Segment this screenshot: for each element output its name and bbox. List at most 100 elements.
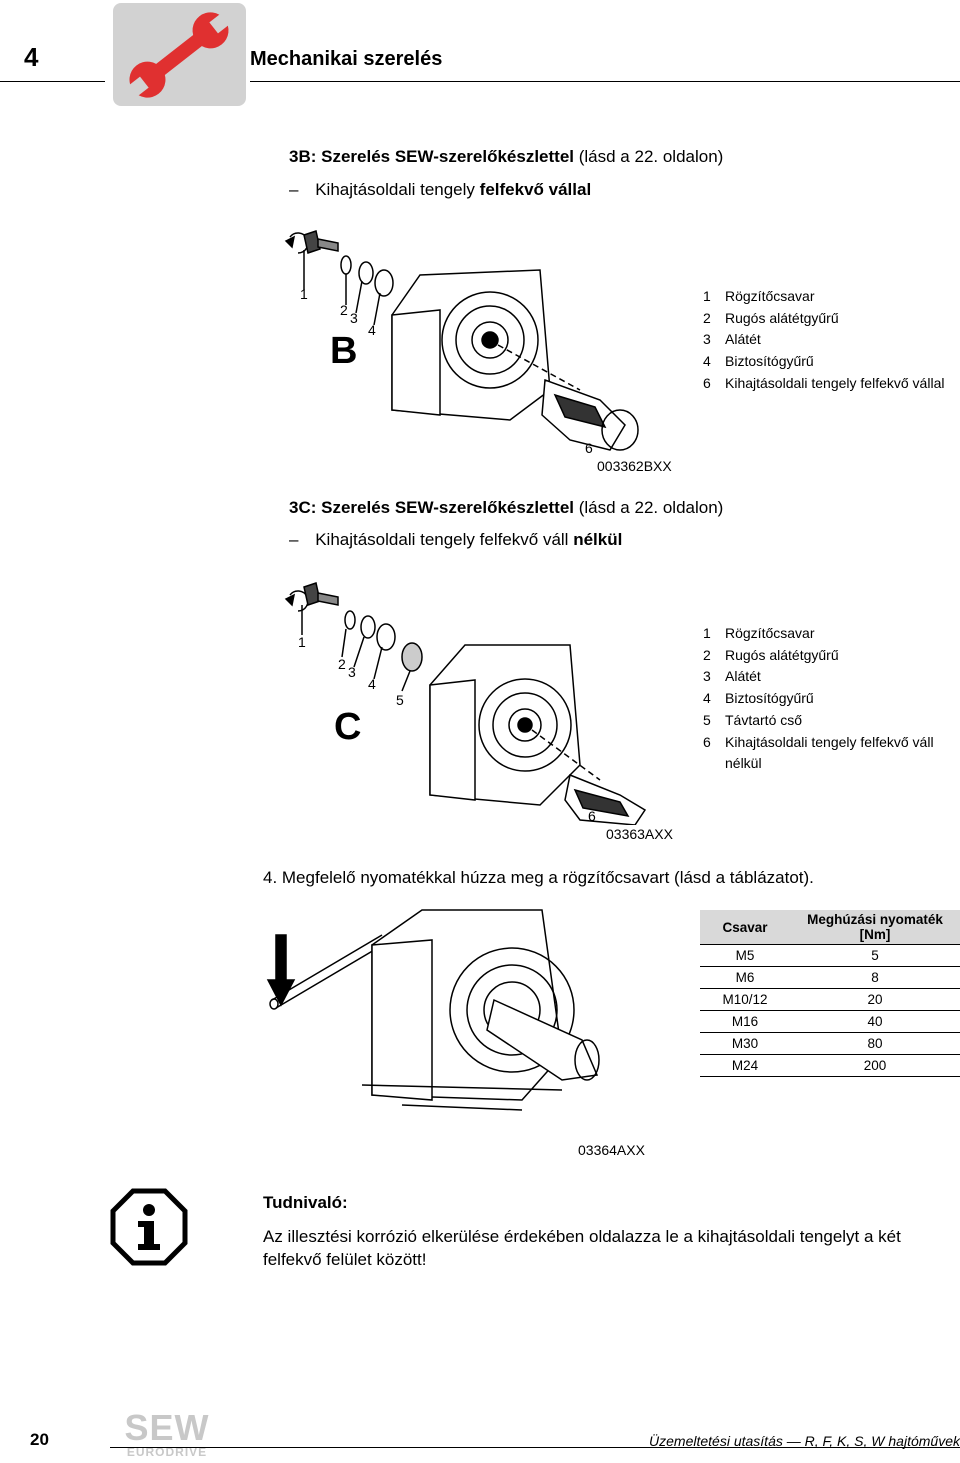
table-cell: M10/12 (700, 988, 790, 1011)
section-3c-heading-bold: 3C: Szerelés SEW-szerelőkészlettel (289, 498, 575, 517)
table-header-cell: Csavar (700, 910, 790, 945)
section-3c-heading: 3C: Szerelés SEW-szerelőkészlettel (lásd… (289, 498, 723, 518)
legend-label: Rögzítőcsavar (725, 625, 815, 641)
dash: – (289, 180, 299, 199)
header-rule-left (0, 81, 105, 82)
header-rule-right (250, 81, 960, 82)
legend-number (703, 753, 725, 775)
legend-label: Rugós alátétgyűrű (725, 646, 839, 663)
figure-3b-drawing: 1 2 3 4 6 (284, 230, 639, 456)
legend-number: 4 (703, 690, 711, 707)
svg-text:2: 2 (340, 302, 348, 318)
legend-number: 2 (703, 309, 711, 326)
legend-label: Rugós alátétgyűrű (725, 309, 839, 326)
legend-number: 1 (703, 625, 711, 641)
table-cell: M5 (700, 944, 790, 967)
figure-3b-code: 003362BXX (597, 458, 672, 474)
table-cell: M6 (700, 966, 790, 989)
figure-3c-letter: C (334, 706, 362, 748)
legend-item: 5 Távtartó cső (703, 710, 934, 732)
table-cell: 8 (790, 966, 960, 989)
wrench-icon (125, 11, 233, 99)
svg-text:1: 1 (300, 286, 308, 302)
legend-number: 6 (703, 733, 711, 750)
svg-text:2: 2 (338, 656, 346, 672)
legend-label: Alátét (725, 668, 761, 685)
figure-3c-drawing: 1 2 3 4 5 6 (284, 582, 647, 825)
legend-label: Biztosítógyűrű (725, 690, 814, 707)
legend-number: 5 (703, 711, 711, 728)
footer-rule (110, 1447, 960, 1448)
note-text: Az illesztési korrózió elkerülése érdeké… (263, 1227, 901, 1269)
section-3b-subline-text: Kihajtásoldali tengely (315, 180, 480, 199)
section-3c-subline-bold: nélkül (573, 530, 623, 549)
legend-item: nélkül (703, 753, 934, 775)
note-title: Tudnivaló: (263, 1193, 348, 1212)
section-3b-heading-bold: 3B: Szerelés SEW-szerelőkészlettel (289, 147, 575, 166)
svg-text:6: 6 (588, 808, 596, 824)
dash: – (289, 530, 299, 549)
table-header-row: Csavar Meghúzási nyomaték [Nm] (700, 910, 960, 945)
table-cell: 80 (790, 1032, 960, 1055)
svg-text:5: 5 (396, 692, 404, 708)
footer-doc-title: Üzemeltetési utasítás — R, F, K, S, W ha… (649, 1433, 960, 1449)
info-icon (110, 1188, 188, 1266)
table-cell: 200 (790, 1054, 960, 1077)
table-cell: M24 (700, 1054, 790, 1077)
section-3b-subline-bold: felfekvő vállal (479, 180, 592, 199)
logo-text-bottom: EURODRIVE (126, 1445, 208, 1459)
legend-label: Kihajtásoldali tengely felfekvő vállal (725, 374, 945, 391)
svg-text:6: 6 (585, 440, 593, 456)
doc-title-suffix: R, F, K, S, W hajtóművek (804, 1433, 960, 1449)
legend-number: 3 (703, 331, 711, 348)
section-3c-heading-rest: (lásd a 22. oldalon) (574, 498, 724, 517)
table-cell: 5 (790, 944, 960, 967)
chapter-icon-box (113, 3, 246, 106)
svg-text:4: 4 (368, 676, 376, 692)
table-cell: M30 (700, 1032, 790, 1055)
section-3c-subline: – Kihajtásoldali tengely felfekvő váll n… (289, 530, 622, 550)
figure-3c-code: 03363AXX (606, 826, 673, 842)
legend-item: 1 Rögzítőcsavar (703, 286, 944, 308)
legend-item: 2 Rugós alátétgyűrű (703, 645, 934, 667)
doc-title-prefix: Üzemeltetési utasítás (649, 1433, 783, 1449)
figure-torque-drawing (266, 909, 600, 1111)
figure-3b-legend: 1 Rögzítőcsavar 2 Rugós alátétgyűrű 3 Aláté… (703, 286, 944, 395)
section-3b-heading: 3B: Szerelés SEW-szerelőkészlettel (lásd… (289, 147, 723, 167)
svg-text:3: 3 (350, 310, 358, 326)
legend-number: 4 (703, 353, 711, 370)
chapter-title: Mechanikai szerelés (250, 48, 443, 70)
legend-number: 3 (703, 668, 711, 685)
svg-text:4: 4 (368, 322, 376, 338)
legend-number: 1 (703, 288, 711, 304)
legend-item: 6 Kihajtásoldali tengely felfekvő váll (703, 732, 934, 754)
legend-item: 2 Rugós alátétgyűrű (703, 308, 944, 330)
legend-label: nélkül (725, 755, 762, 772)
legend-number: 6 (703, 374, 711, 391)
section-3b-subline: – Kihajtásoldali tengely felfekvő vállal (289, 180, 591, 200)
sew-logo: SEW EURODRIVE (112, 1407, 222, 1459)
doc-title-dash: — (782, 1433, 805, 1449)
section-3c-subline-text: Kihajtásoldali tengely felfekvő váll (315, 530, 574, 549)
figure-torque-code: 03364AXX (578, 1142, 645, 1158)
table-cell: 40 (790, 1010, 960, 1033)
logo-text-top: SEW (124, 1407, 210, 1448)
legend-label: Alátét (725, 331, 761, 348)
legend-item: 3 Alátét (703, 666, 934, 688)
legend-label: Rögzítőcsavar (725, 288, 815, 304)
legend-label: Távtartó cső (725, 711, 803, 728)
legend-item: 4 Biztosítógyűrű (703, 688, 934, 710)
table-cell: M16 (700, 1010, 790, 1033)
figure-3b-letter: B (330, 330, 358, 372)
legend-label: Kihajtásoldali tengely felfekvő váll (725, 733, 934, 750)
chapter-number: 4 (24, 42, 39, 72)
legend-number: 2 (703, 646, 711, 663)
